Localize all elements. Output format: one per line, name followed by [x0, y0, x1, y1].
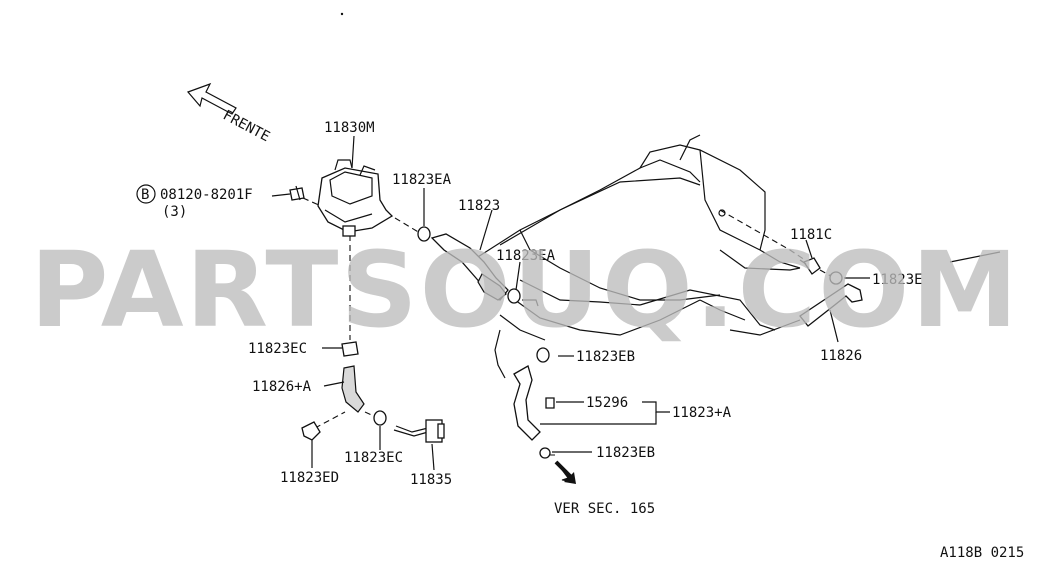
leader-lines — [271, 135, 870, 471]
label-11823ea-mid[interactable]: 11823EA — [496, 248, 556, 264]
clamp-11823eb-top[interactable] — [536, 347, 550, 363]
label-11830m[interactable]: 11830M — [324, 120, 375, 136]
label-11823ed[interactable]: 11823ED — [280, 470, 339, 486]
section-reference[interactable]: VER SEC. 165 — [554, 501, 655, 517]
label-08120-qty: (3) — [162, 204, 187, 220]
speck — [340, 12, 344, 16]
hose-11826[interactable] — [799, 283, 863, 327]
part-11830m-valve-assembly[interactable] — [317, 159, 394, 237]
front-arrow-icon — [186, 82, 237, 115]
reference-arrow-icon — [554, 460, 576, 484]
label-11823ec-bottom[interactable]: 11823EC — [344, 450, 403, 466]
label-11823[interactable]: 11823 — [458, 198, 500, 214]
label-15296[interactable]: 15296 — [586, 395, 628, 411]
valve-11835[interactable] — [393, 419, 445, 443]
hose-11823a[interactable] — [513, 365, 541, 441]
label-11823ec-top[interactable]: 11823EC — [248, 341, 307, 357]
label-11835[interactable]: 11835 — [410, 472, 452, 488]
clamp-11823ec-bottom[interactable] — [373, 410, 387, 426]
clamp-11823eb-bottom[interactable] — [539, 447, 551, 459]
label-11823eb-top[interactable]: 11823EB — [576, 349, 635, 365]
clamp-11823ea-top[interactable] — [417, 226, 431, 242]
clamp-11823ed[interactable] — [301, 421, 321, 441]
label-11826[interactable]: 11826 — [820, 348, 862, 364]
clamp-11823ec-top[interactable] — [341, 341, 359, 357]
label-11823eb-bottom[interactable]: 11823EB — [596, 445, 655, 461]
bolt-b-symbol-icon: B — [136, 184, 156, 204]
label-1181c[interactable]: 1181C — [790, 227, 832, 243]
hose-11823[interactable] — [430, 233, 509, 301]
clamp-11823ea-mid[interactable] — [507, 288, 539, 307]
label-08120-8201f[interactable]: 08120-8201F — [160, 187, 253, 203]
direction-label: FRENTE — [220, 107, 272, 145]
clamp-11823e[interactable] — [829, 271, 843, 285]
label-11823e[interactable]: 11823E — [872, 272, 923, 288]
label-11826a[interactable]: 11826+A — [252, 379, 312, 395]
bolt-prefix: B — [141, 187, 149, 203]
label-11823ea-top[interactable]: 11823EA — [392, 172, 452, 188]
drawing-code: A118B 0215 — [940, 545, 1024, 561]
engine-outline — [469, 134, 1001, 379]
watermark: PARTSOUQ.COM — [30, 229, 1020, 351]
label-11823a[interactable]: 11823+A — [672, 405, 732, 421]
bolt-08120-8201f[interactable] — [289, 185, 305, 201]
connector-1181c[interactable] — [799, 257, 821, 275]
connector-15296[interactable] — [545, 397, 555, 409]
hose-11826a[interactable] — [341, 365, 365, 413]
